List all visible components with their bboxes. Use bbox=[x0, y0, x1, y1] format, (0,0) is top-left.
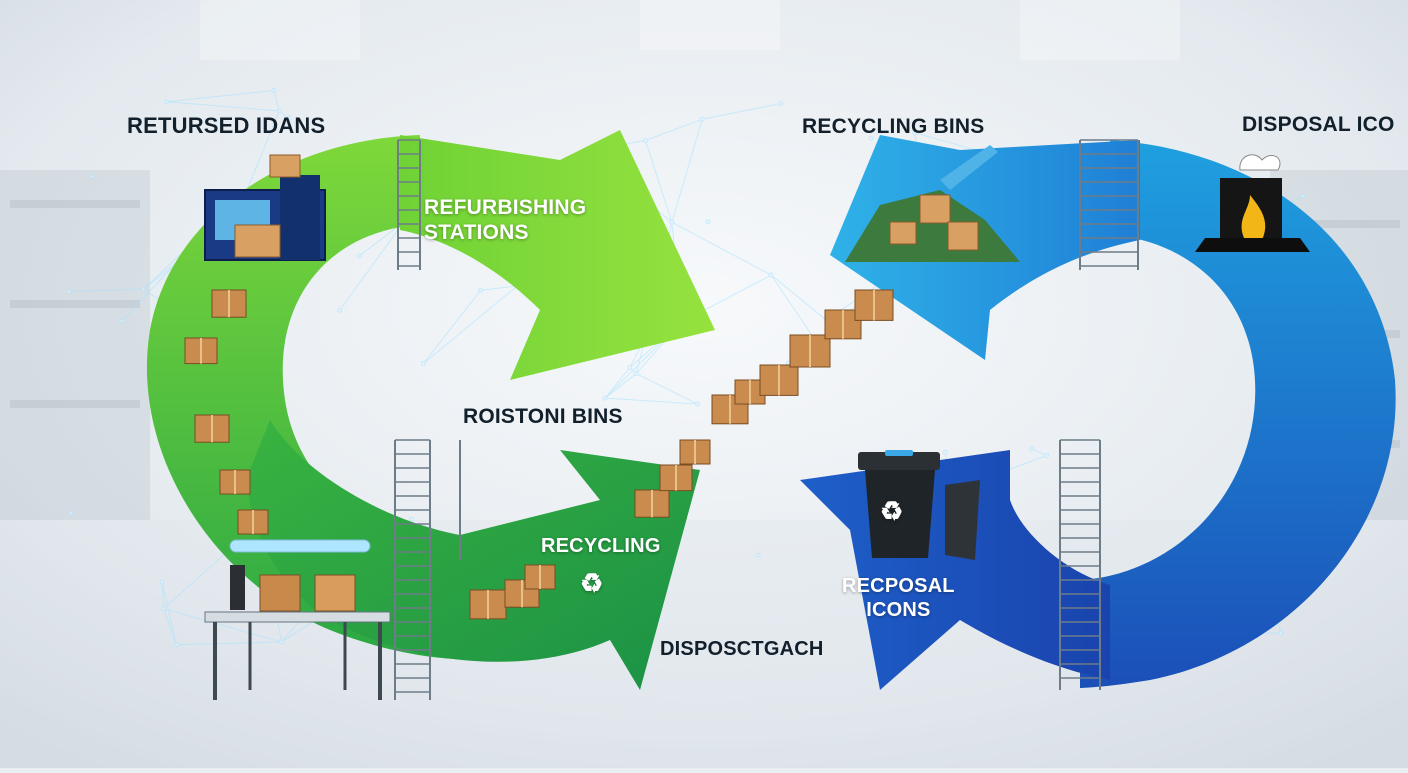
network-node bbox=[357, 254, 361, 258]
label-recycling-bins: RECYCLING BINS bbox=[802, 115, 984, 139]
package-box bbox=[660, 465, 692, 491]
network-node bbox=[174, 643, 178, 647]
network-node bbox=[1030, 447, 1034, 451]
label-refurbishing-line1: REFURBISHING bbox=[424, 195, 586, 220]
package-box bbox=[185, 338, 217, 364]
network-node bbox=[67, 289, 71, 293]
network-node bbox=[162, 607, 166, 611]
network-node bbox=[756, 553, 760, 557]
network-node bbox=[120, 319, 124, 323]
network-node bbox=[479, 288, 483, 292]
package-box bbox=[760, 365, 798, 395]
network-node bbox=[338, 308, 342, 312]
label-recposal-line1: RECPOSAL bbox=[842, 574, 955, 598]
label-bottom-center: DISPOSCTGACH bbox=[660, 638, 824, 661]
label-recposal-icons: RECPOSAL ICONS bbox=[842, 574, 955, 622]
package-box bbox=[855, 290, 893, 320]
label-center-bins: ROISTONI BINS bbox=[463, 405, 623, 429]
network-node bbox=[643, 139, 647, 143]
network-node bbox=[634, 372, 638, 376]
package-box bbox=[635, 490, 669, 517]
network-node bbox=[769, 273, 773, 277]
label-disposal-icons: DISPOSAL ICO bbox=[1242, 113, 1395, 137]
network-node bbox=[700, 117, 704, 121]
network-node bbox=[603, 396, 607, 400]
network-node bbox=[628, 366, 632, 370]
label-recycling: RECYCLING bbox=[541, 535, 661, 558]
network-node bbox=[1300, 194, 1304, 198]
package-box bbox=[680, 440, 710, 464]
network-node bbox=[706, 220, 710, 224]
network-node bbox=[90, 174, 94, 178]
network-node bbox=[164, 100, 168, 104]
bin-recycle-symbol-icon: ♻ bbox=[880, 496, 904, 527]
label-returned-items: RETURSED IDANS bbox=[127, 113, 325, 139]
network-node bbox=[141, 287, 145, 291]
network-node bbox=[280, 640, 284, 644]
network-node bbox=[696, 402, 700, 406]
package-box bbox=[238, 510, 268, 534]
network-node bbox=[272, 89, 276, 93]
network-node bbox=[1279, 631, 1283, 635]
package-box bbox=[470, 590, 506, 619]
network-node bbox=[409, 517, 413, 521]
package-box bbox=[195, 415, 229, 442]
network-node bbox=[779, 101, 783, 105]
package-box bbox=[790, 335, 830, 367]
network-node bbox=[421, 361, 425, 365]
label-recposal-line2: ICONS bbox=[842, 598, 955, 622]
network-node bbox=[670, 220, 674, 224]
network-node bbox=[1045, 454, 1049, 458]
label-refurbishing-line2: STATIONS bbox=[424, 220, 586, 245]
package-box bbox=[220, 470, 250, 494]
recycle-symbol-icon: ♻ bbox=[580, 568, 604, 599]
network-node bbox=[943, 450, 947, 454]
package-box bbox=[212, 290, 246, 317]
package-box bbox=[525, 565, 555, 589]
label-refurbishing-stations: REFURBISHING STATIONS bbox=[424, 195, 586, 245]
network-node bbox=[160, 580, 164, 584]
network-node bbox=[69, 512, 73, 516]
